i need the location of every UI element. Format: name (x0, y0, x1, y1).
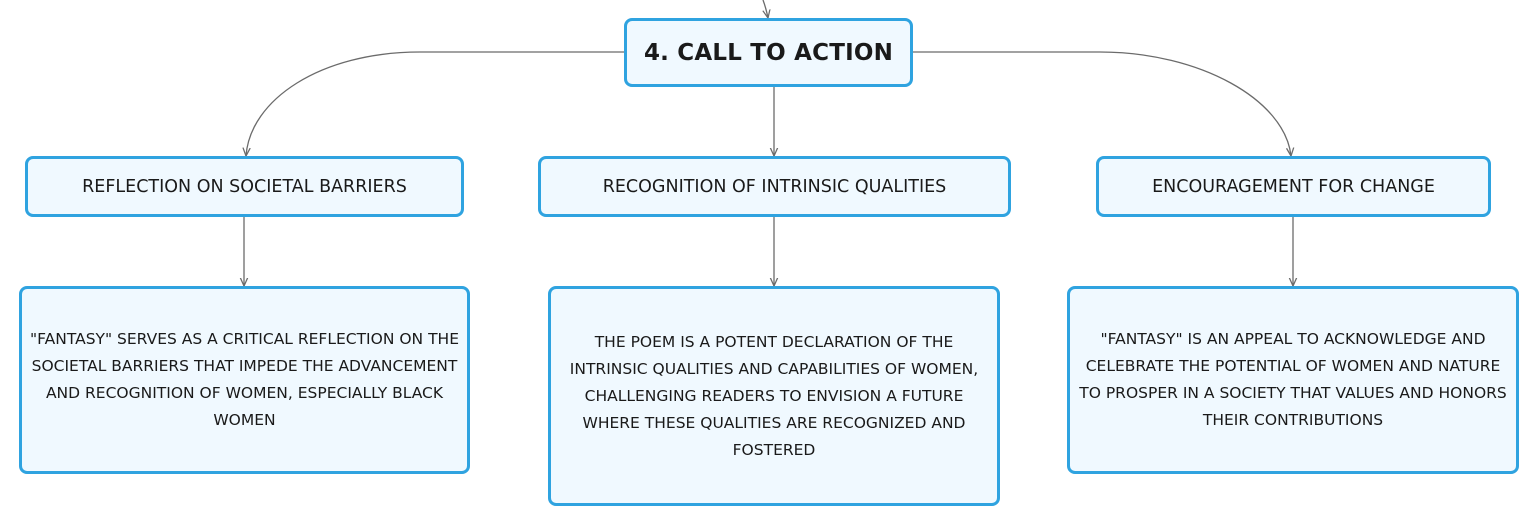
connector-parent-to-root (763, 0, 768, 18)
connector-root-to-topic-3 (913, 51, 1291, 156)
root-node-label: 4. CALL TO ACTION (643, 39, 894, 66)
connector-root-to-topic-1 (246, 51, 624, 156)
topic-node-intrinsic-qualities[interactable]: RECOGNITION OF INTRINSIC QUALITIES (538, 156, 1011, 217)
detail-node-text: "FANTASY" IS AN APPEAL TO ACKNOWLEDGE AN… (1079, 330, 1507, 429)
topic-node-encouragement-for-change[interactable]: ENCOURAGEMENT FOR CHANGE (1096, 156, 1491, 217)
topic-node-societal-barriers[interactable]: REFLECTION ON SOCIETAL BARRIERS (25, 156, 464, 217)
detail-node-text: "FANTASY" SERVES AS A CRITICAL REFLECTIO… (30, 330, 459, 429)
topic-node-label: REFLECTION ON SOCIETAL BARRIERS (82, 176, 407, 197)
detail-node-societal-barriers[interactable]: "FANTASY" SERVES AS A CRITICAL REFLECTIO… (19, 286, 470, 474)
detail-node-intrinsic-qualities[interactable]: THE POEM IS A POTENT DECLARATION OF THE … (548, 286, 1000, 506)
detail-node-text: THE POEM IS A POTENT DECLARATION OF THE … (569, 332, 979, 459)
detail-node-encouragement-for-change[interactable]: "FANTASY" IS AN APPEAL TO ACKNOWLEDGE AN… (1067, 286, 1519, 474)
topic-node-label: ENCOURAGEMENT FOR CHANGE (1152, 176, 1435, 197)
topic-node-label: RECOGNITION OF INTRINSIC QUALITIES (602, 176, 947, 197)
root-node-call-to-action[interactable]: 4. CALL TO ACTION (624, 18, 913, 87)
